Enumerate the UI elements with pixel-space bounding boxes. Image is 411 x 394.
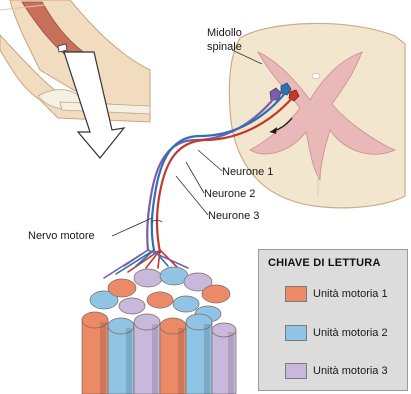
muscle-fiber-bundle: [82, 267, 236, 394]
legend-swatch-unit-2: [285, 325, 307, 341]
legend-swatch-unit-1: [285, 286, 307, 302]
legend-label-unit-1: Unità motoria 1: [313, 288, 388, 300]
label-spinal-cord-line1: Midollo: [207, 27, 242, 40]
legend-swatch-unit-3: [285, 363, 307, 379]
label-neuron-2: Neurone 2: [204, 188, 255, 201]
arm-illustration: [0, 0, 150, 158]
legend-label-unit-3: Unità motoria 3: [313, 365, 388, 377]
label-neuron-3: Neurone 3: [208, 210, 259, 223]
label-motor-nerve: Nervo motore: [28, 230, 95, 243]
legend-title: CHIAVE DI LETTURA: [268, 257, 381, 269]
label-neuron-1: Neurone 1: [222, 166, 273, 179]
legend-label-unit-2: Unità motoria 2: [313, 327, 388, 339]
label-spinal-cord-line2: spinale: [207, 41, 242, 54]
